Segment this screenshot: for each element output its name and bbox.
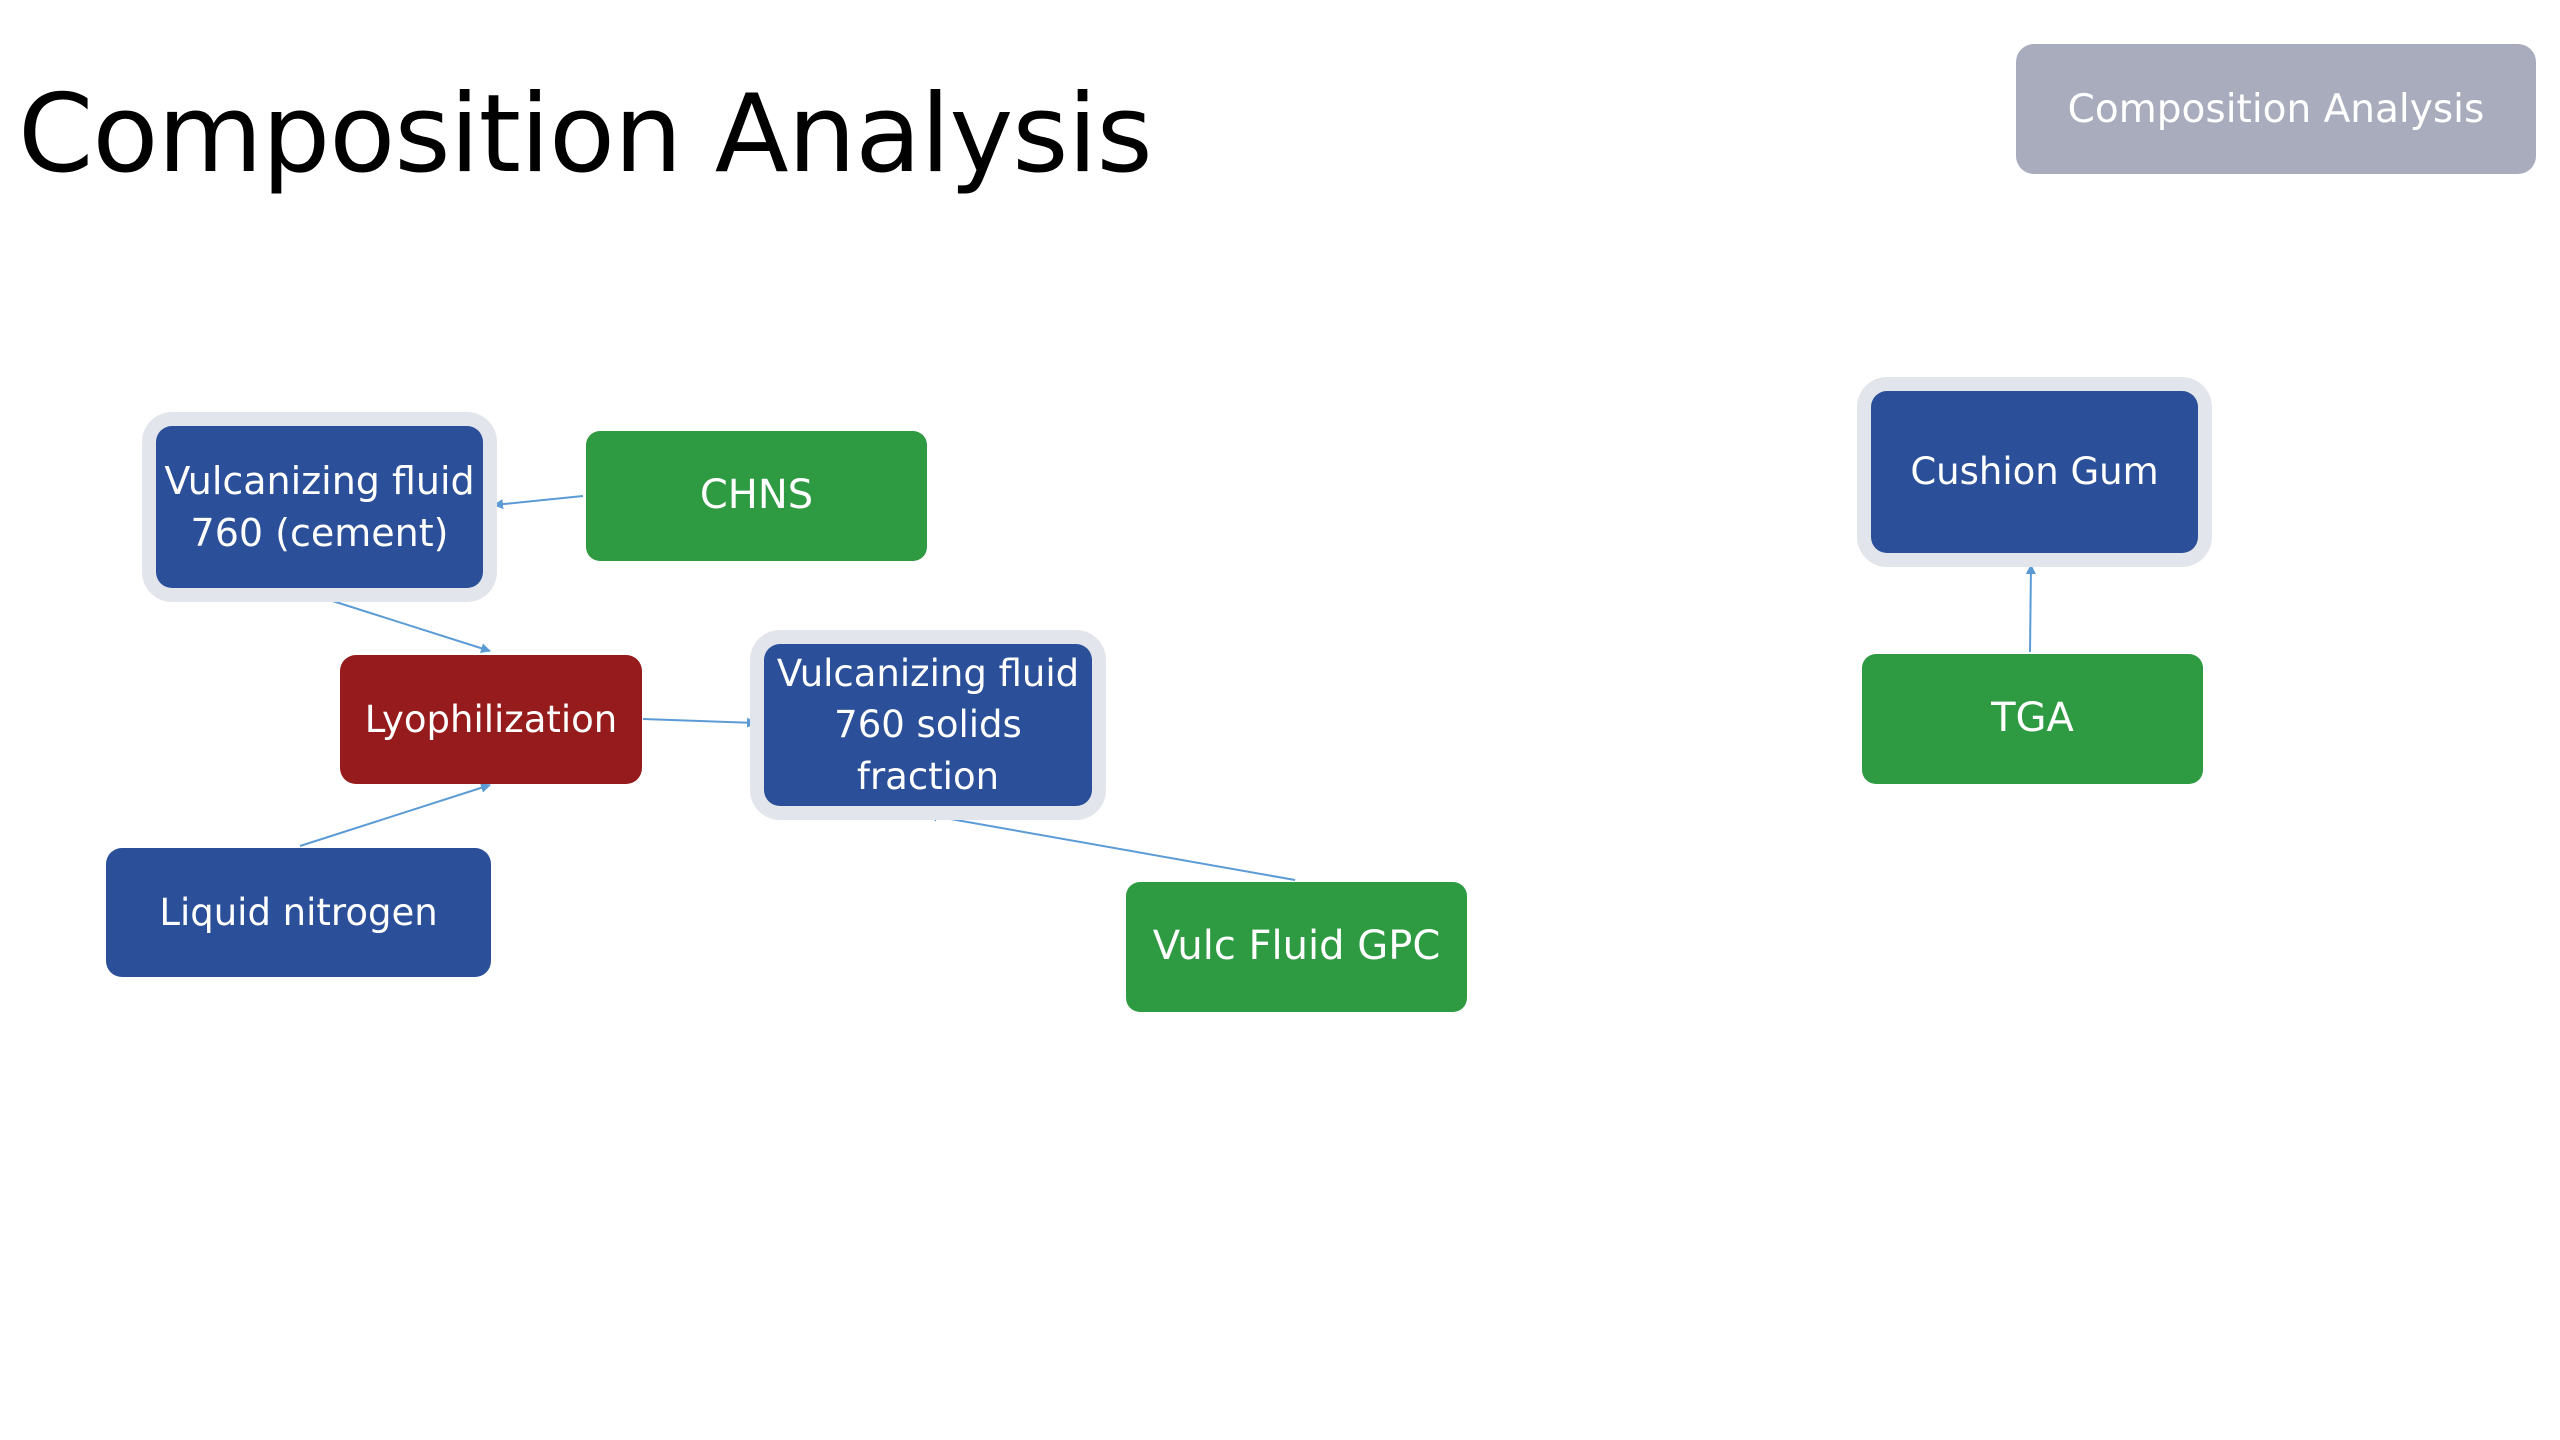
composition-analysis-button[interactable]: Composition Analysis: [2016, 44, 2536, 174]
node-vulcanizing-fluid-solids-label: Vulcanizing fluid 760 solids fraction: [776, 652, 1080, 798]
edge-tga-to-cushion-gum: [2025, 564, 2036, 653]
edge-gpc-to-solids: [927, 811, 1296, 881]
node-chns[interactable]: CHNS: [586, 431, 927, 561]
slide-title: Composition Analysis: [18, 72, 1153, 197]
node-liquid-nitrogen[interactable]: Liquid nitrogen: [106, 848, 491, 977]
node-cushion-gum[interactable]: Cushion Gum: [1871, 391, 2198, 553]
node-tga[interactable]: TGA: [1862, 654, 2203, 784]
edge-nitrogen-to-lyophilization: [299, 782, 491, 847]
node-chns-label: CHNS: [699, 472, 814, 519]
node-cushion-gum-label: Cushion Gum: [1910, 450, 2159, 494]
edge-lyophilization-to-solids: [642, 717, 757, 728]
node-lyophilization[interactable]: Lyophilization: [340, 655, 642, 784]
node-vulcanizing-fluid-cement[interactable]: Vulcanizing fluid 760 (cement): [156, 426, 483, 588]
node-lyophilization-label: Lyophilization: [364, 697, 618, 741]
node-vulc-fluid-gpc-label: Vulc Fluid GPC: [1152, 923, 1441, 970]
edge-cement-to-lyophilization: [319, 596, 491, 654]
node-vulc-fluid-gpc[interactable]: Vulc Fluid GPC: [1126, 882, 1467, 1012]
node-vulcanizing-fluid-cement-label: Vulcanizing fluid 760 (cement): [164, 458, 475, 555]
edge-chns-to-cement: [493, 495, 584, 510]
node-tga-label: TGA: [1991, 695, 2074, 742]
node-vulcanizing-fluid-solids[interactable]: Vulcanizing fluid 760 solids fraction: [764, 644, 1092, 806]
node-liquid-nitrogen-label: Liquid nitrogen: [159, 890, 438, 934]
